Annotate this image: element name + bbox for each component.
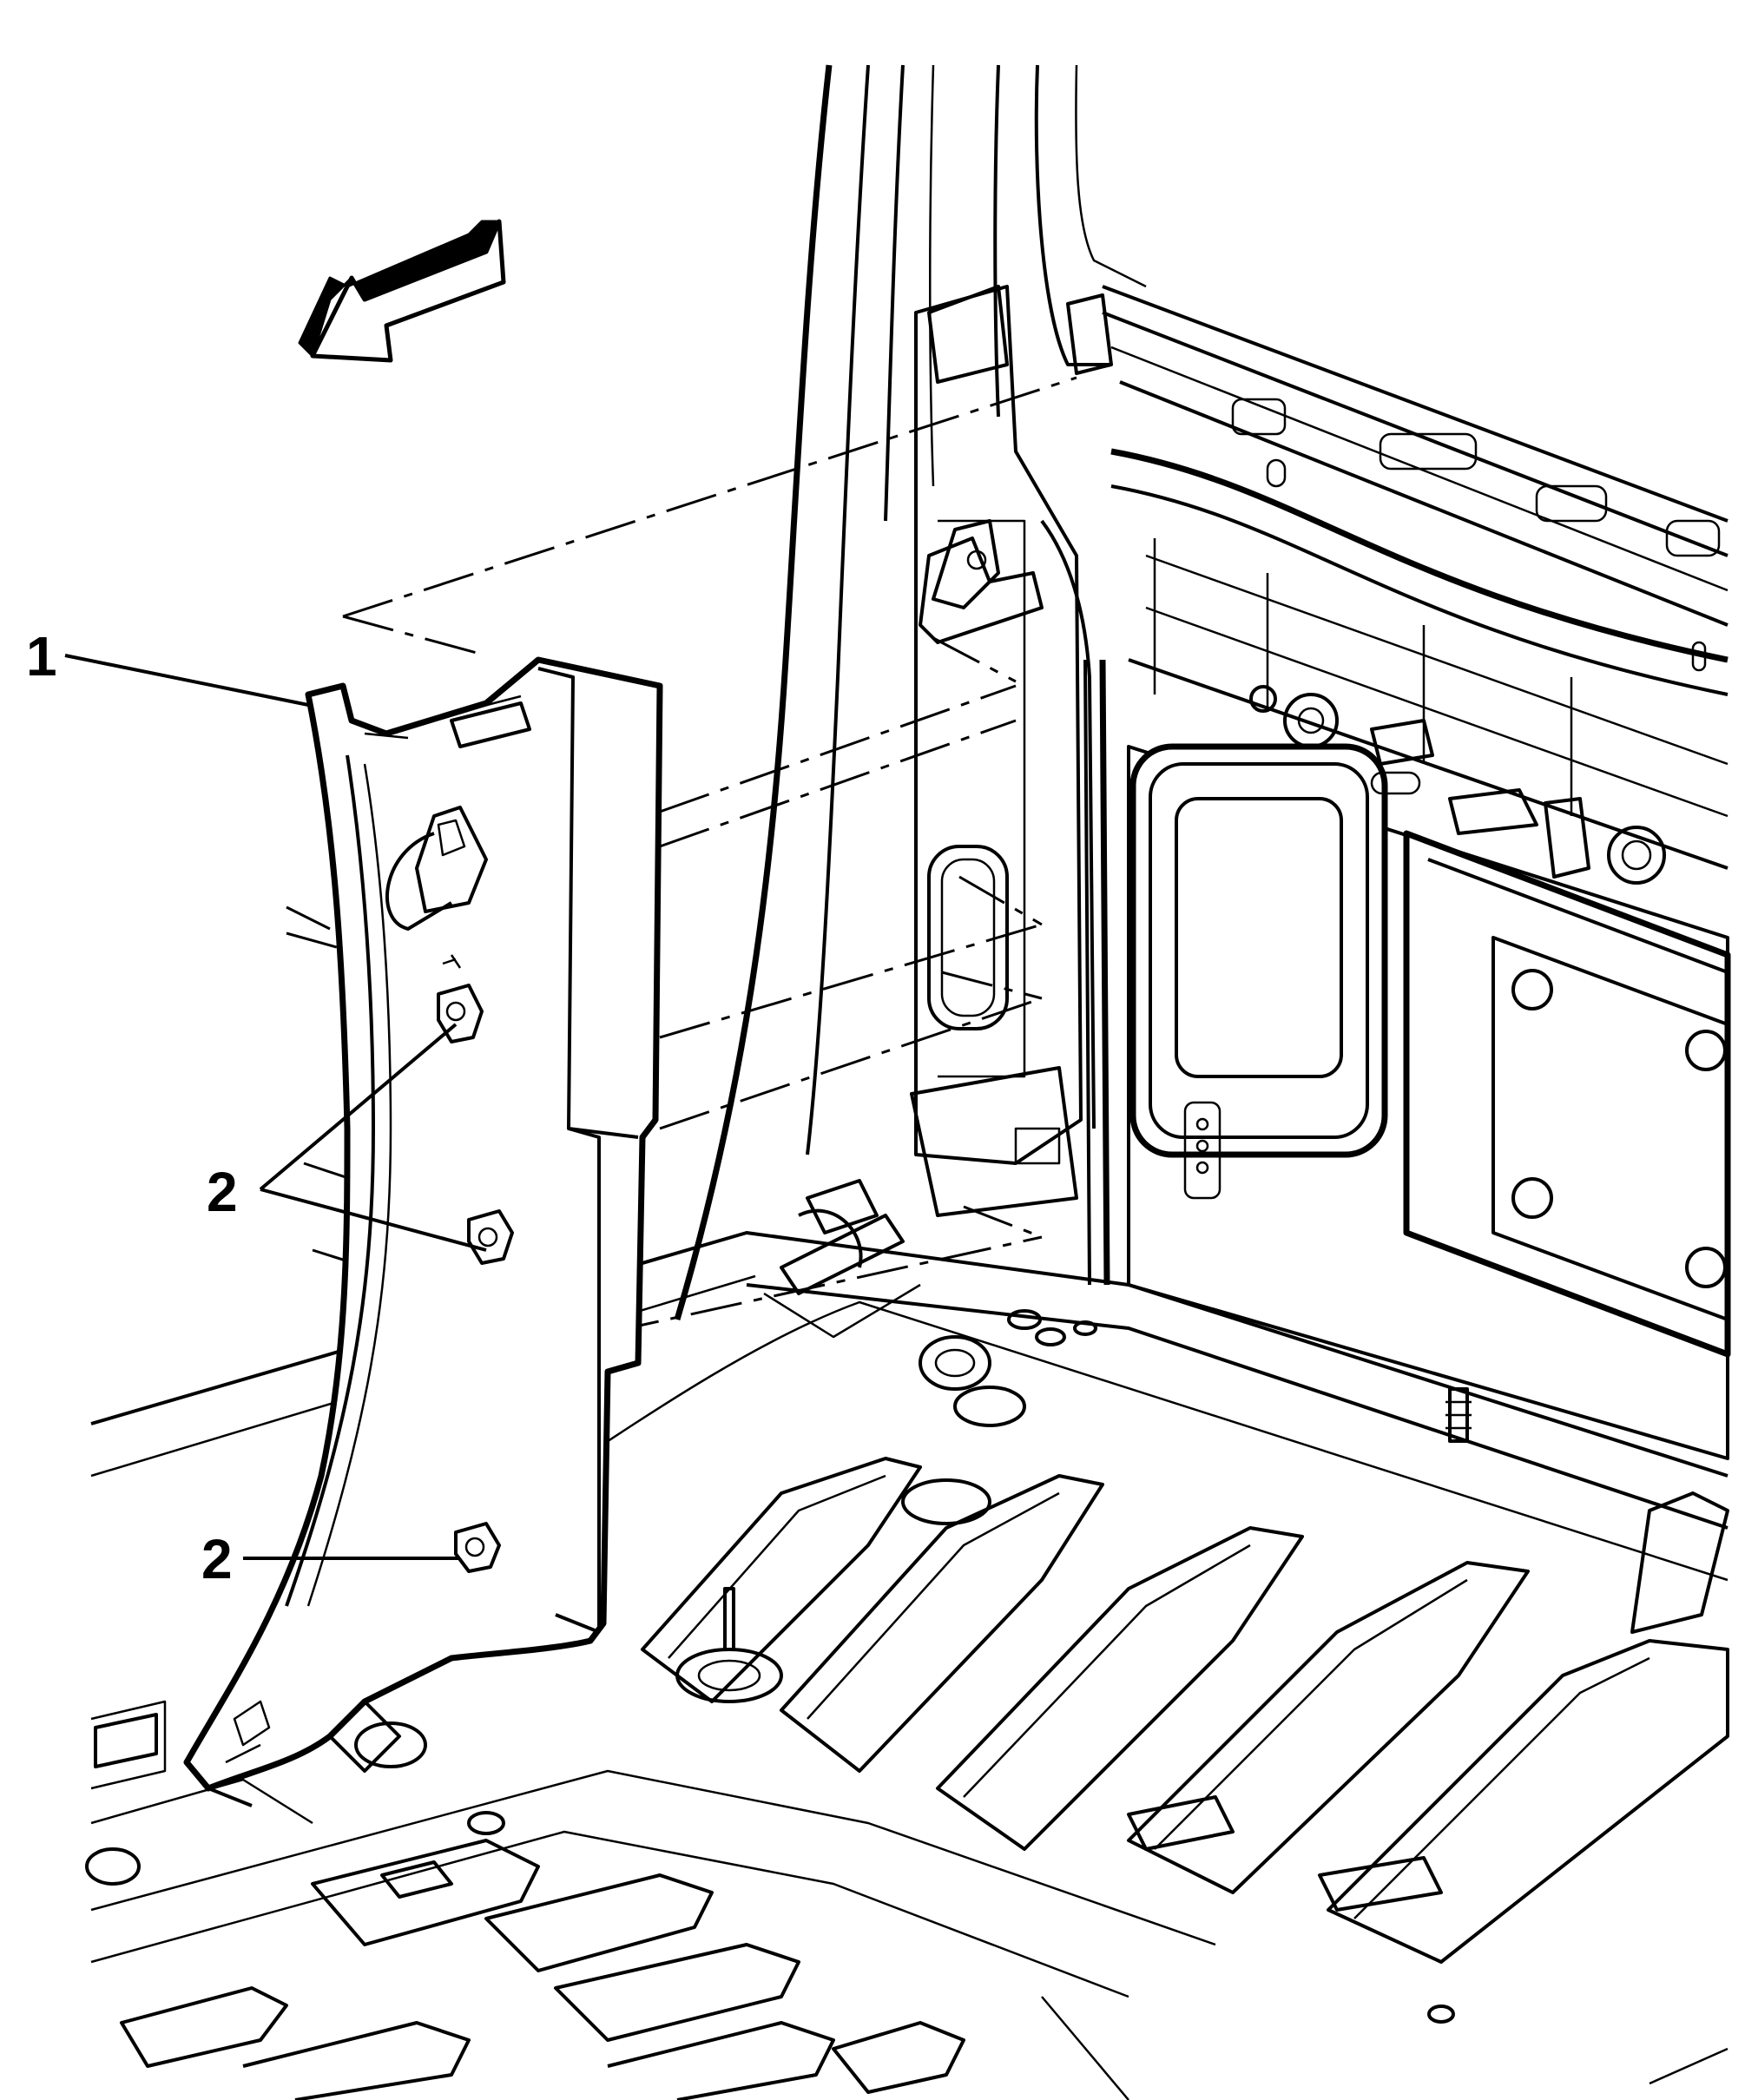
callout-label: 2 xyxy=(207,1161,238,1223)
vehicle-front-arrow-icon xyxy=(298,219,506,363)
retainer-clip-middle xyxy=(467,1209,514,1265)
rear-cab-wall xyxy=(1102,285,1729,870)
callout-1: 1 xyxy=(26,625,309,707)
trim-panel xyxy=(183,656,663,1807)
rear-wall-lower-panel xyxy=(1127,685,1731,1460)
retainer-clip-lower xyxy=(454,1522,501,1573)
retainer-clip-upper xyxy=(437,954,484,1043)
callout-label: 2 xyxy=(201,1528,233,1590)
upper-latch-bracket xyxy=(919,285,1113,644)
callout-2-lower: 2 xyxy=(201,1528,460,1590)
upper-clips xyxy=(437,954,514,1265)
seat-belt-anchor xyxy=(763,1179,921,1339)
b-pillar-inner-panel xyxy=(910,285,1110,1286)
door-opening-frame xyxy=(674,64,1147,1320)
callout-2-upper: 2 xyxy=(207,1023,487,1252)
lower-clip xyxy=(454,1522,501,1573)
callout-label: 1 xyxy=(26,625,57,688)
